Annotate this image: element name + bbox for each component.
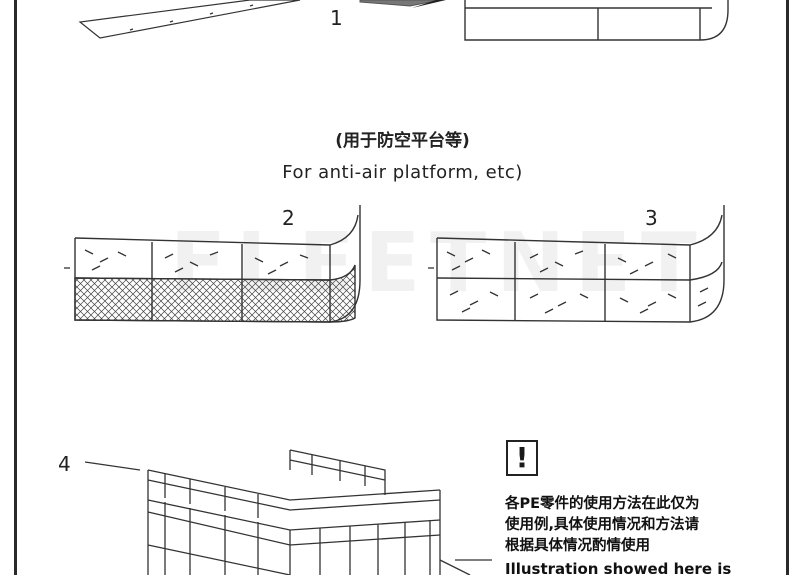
step-number-2: 2	[282, 206, 295, 230]
curved-rail-two-rows	[428, 205, 725, 323]
usage-note-line-1: 各PE零件的使用方法在此仅为	[505, 496, 700, 512]
bent-rail-result	[464, 0, 729, 41]
left-frame-border	[14, 0, 17, 575]
curved-rail-with-mesh	[64, 205, 361, 323]
bend-arrow	[359, 0, 446, 8]
usage-note-line-2: 使用例,具体使用情况和方法请	[505, 517, 700, 533]
warning-icon: !	[506, 440, 538, 476]
warning-icon-glyph: !	[515, 441, 529, 474]
caption-chinese: (用于防空平台等)	[335, 131, 470, 151]
step-number-4: 4	[58, 452, 71, 476]
usage-note-english: Illustration showed here is	[505, 560, 732, 578]
usage-note-chinese: 各PE零件的使用方法在此仅为 使用例,具体使用情况和方法请 根据具体情况酌情使用	[505, 494, 775, 557]
caption-english: For anti-air platform, etc)	[282, 162, 523, 183]
step-number-1: 1	[330, 6, 343, 30]
right-frame-border	[786, 0, 789, 575]
step-number-3: 3	[645, 206, 658, 230]
usage-note-line-3: 根据具体情况酌情使用	[505, 538, 650, 554]
platform-railing-assembly	[84, 449, 492, 575]
flat-pe-strip	[78, 0, 301, 39]
